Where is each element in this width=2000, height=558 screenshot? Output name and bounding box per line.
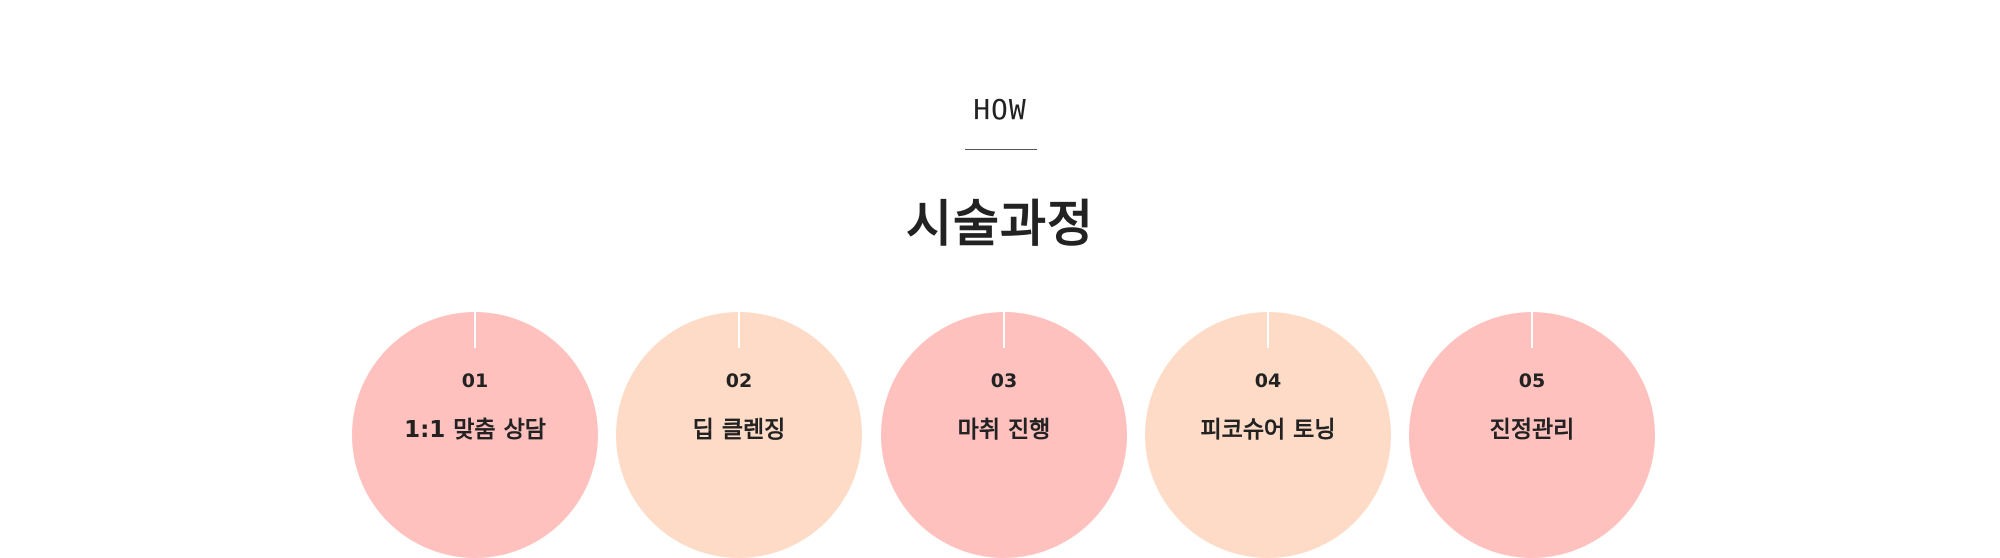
step-tick-line [474, 312, 476, 348]
title-divider [965, 149, 1037, 150]
step-tick-line [1003, 312, 1005, 348]
step-circle-5: 05 진정관리 [1409, 312, 1655, 558]
step-circle-3: 03 마취 진행 [881, 312, 1127, 558]
section-eyebrow: HOW [973, 93, 1027, 126]
step-label: 마취 진행 [957, 417, 1051, 443]
step-number: 05 [1518, 370, 1546, 392]
step-label: 딥 클렌징 [692, 417, 786, 443]
step-number: 03 [990, 370, 1018, 392]
step-tick-line [1531, 312, 1533, 348]
step-circle-4: 04 피코슈어 토닝 [1145, 312, 1391, 558]
step-circle-2: 02 딥 클렌징 [616, 312, 862, 558]
step-tick-line [1267, 312, 1269, 348]
step-number: 02 [725, 370, 753, 392]
step-label: 피코슈어 토닝 [1200, 417, 1336, 443]
step-number: 04 [1254, 370, 1282, 392]
step-circle-1: 01 1:1 맞춤 상담 [352, 312, 598, 558]
section-title: 시술과정 [906, 195, 1094, 253]
step-label: 진정관리 [1489, 417, 1575, 443]
step-tick-line [738, 312, 740, 348]
step-number: 01 [461, 370, 489, 392]
process-steps: 01 1:1 맞춤 상담 02 딥 클렌징 03 마취 진행 04 피코슈어 토… [0, 312, 2000, 558]
step-label: 1:1 맞춤 상담 [404, 417, 546, 443]
